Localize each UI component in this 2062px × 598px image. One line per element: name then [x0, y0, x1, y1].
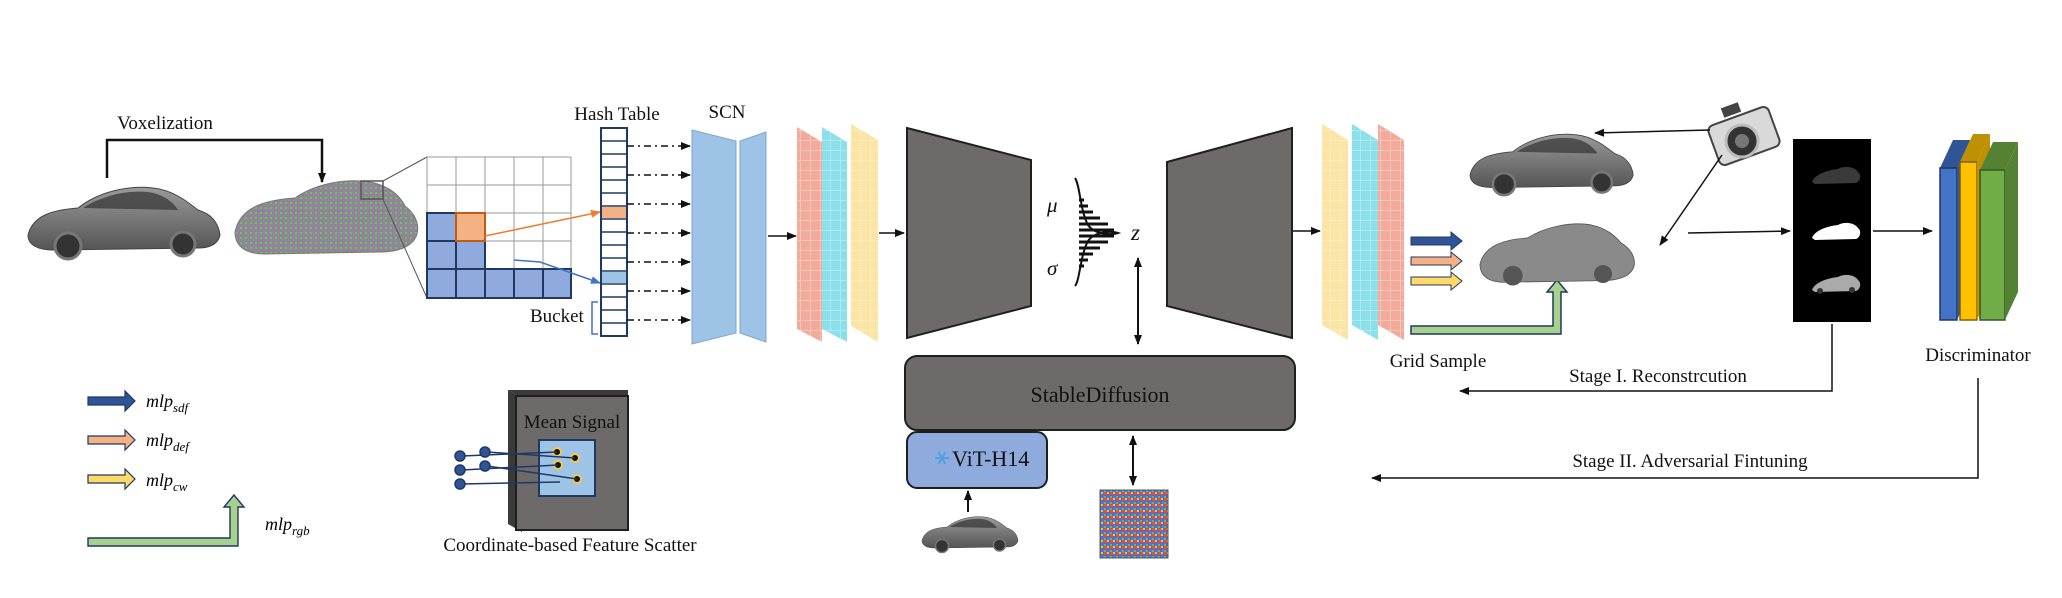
condition-car-icon: [921, 515, 1019, 554]
zoom-box: [360, 180, 384, 200]
hash-table-label: Hash Table: [574, 104, 659, 125]
mu-label: μ: [1046, 193, 1058, 217]
legend-rgb-arrow: [87, 493, 246, 547]
legend-cw-arrow: [87, 467, 136, 491]
camera-icon: [1707, 102, 1781, 166]
grid-sample-label: Grid Sample: [1390, 351, 1487, 372]
hash-to-scn-arrows: [627, 142, 691, 324]
stable-diffusion-box: [904, 355, 1296, 431]
orange-lookup-arrow: [484, 209, 601, 237]
stage1-label: Stage I. Reconstrcution: [1569, 366, 1747, 387]
legend-sdf-label: mlpsdf: [146, 391, 191, 415]
voxelization-arrow: [105, 138, 326, 183]
legend-sdf-arrow: [87, 389, 136, 413]
snowflake-icon: [935, 451, 949, 465]
triplane-features-left: [797, 124, 878, 342]
camera-to-geometry-arrow: [1659, 154, 1723, 246]
mean-signal-block: [454, 390, 629, 532]
feature-scatter-label: Coordinate-based Feature Scatter: [443, 535, 697, 556]
vit-box: [906, 431, 1048, 489]
voxel-grid: [426, 156, 572, 299]
sigma-label: σ: [1047, 256, 1059, 280]
rendered-masks: [1793, 139, 1871, 322]
stage2-arrow: [1371, 378, 1979, 482]
blue-lookup-arrow: [513, 259, 601, 284]
bucket-label: Bucket: [530, 306, 585, 327]
triplane-features-right: [1322, 124, 1404, 340]
stage1-arrow: [1459, 324, 1833, 395]
output-geometry-car-icon: [1479, 223, 1635, 286]
legend-cw-label: mlpcw: [146, 470, 188, 494]
z-label: z: [1130, 220, 1140, 245]
vit-label: ViT-H14: [952, 446, 1029, 471]
stage2-label: Stage II. Adversarial Fintuning: [1572, 451, 1808, 472]
noise-icon: [1099, 489, 1169, 559]
gaussian-icon: [1074, 177, 1122, 287]
render-to-masks-arrow: [1687, 227, 1791, 236]
legend: mlpsdf mlpdef mlpcw mlprgb: [87, 389, 310, 547]
mlp-arrows: [1410, 230, 1569, 335]
bucket-brace: [591, 301, 598, 335]
voxelized-car-icon: [234, 180, 419, 255]
vae-decoder: [1166, 126, 1293, 340]
camera-to-rgb-arrow: [1594, 128, 1711, 137]
discriminator-block: [1939, 134, 2018, 321]
discriminator-label: Discriminator: [1925, 345, 2031, 366]
voxelization-label: Voxelization: [117, 113, 213, 134]
legend-rgb-label: mlprgb: [265, 514, 310, 538]
output-rgb-car-icon: [1468, 132, 1635, 197]
vae-encoder: [906, 126, 1032, 340]
stable-diffusion-label: StableDiffusion: [1031, 382, 1170, 407]
hash-table: [600, 127, 628, 337]
legend-def-arrow: [87, 428, 136, 452]
scn-block: [691, 129, 767, 345]
input-car-icon: [26, 185, 222, 261]
mean-signal-label: Mean Signal: [524, 412, 621, 433]
scn-label: SCN: [709, 102, 746, 123]
legend-def-label: mlpdef: [146, 430, 191, 454]
